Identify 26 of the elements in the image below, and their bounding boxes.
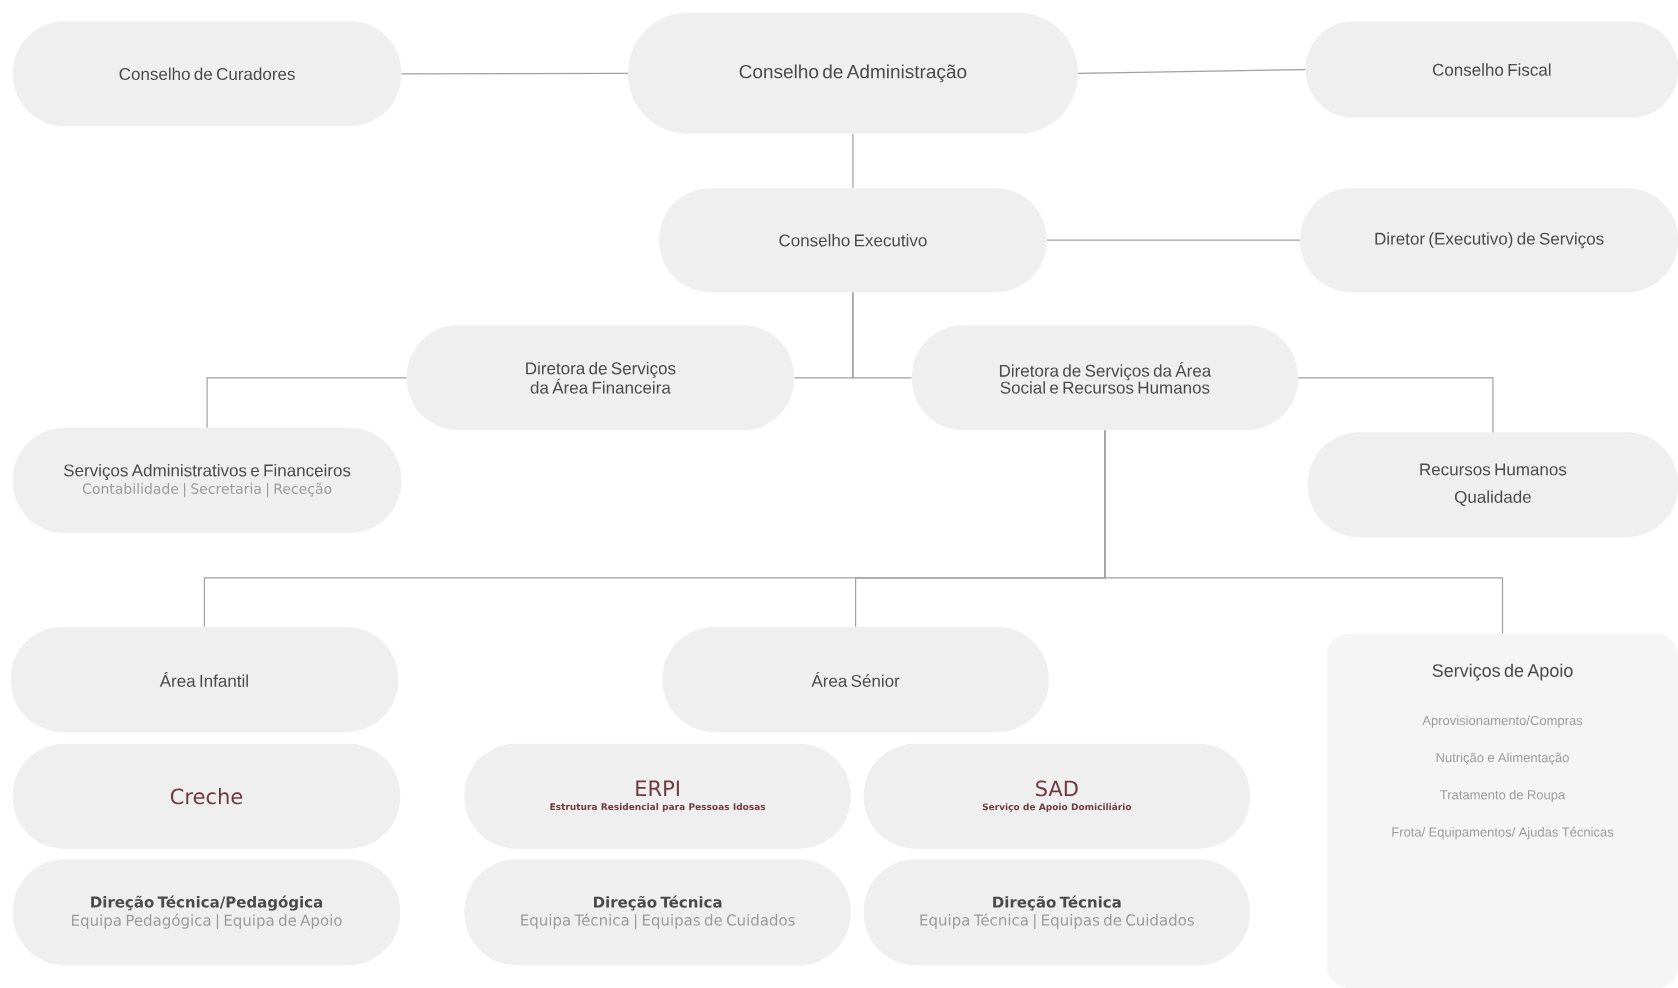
rounded-box: Conselho Fiscal	[1305, 21, 1678, 118]
panel-box: Serviços de Apoio Aprovisionamento/Compras Nutrição e Alimentação Tratamento de Roupa Frota/ Equipamentos/ Ajudas Técnicas	[1327, 633, 1678, 988]
rounded-box: Recursos Humanos Qualidade	[1307, 432, 1678, 538]
rounded-box: Creche	[12, 743, 401, 849]
rounded-box: Área Sénior	[662, 627, 1049, 732]
rounded-box: Direção Técnica Equipa Técnica | Equipas de Cuidados	[464, 859, 851, 966]
rounded-box: Direção Técnica Equipa Técnica | Equipas de Cuidados	[863, 859, 1250, 966]
rounded-box: Direção Técnica/Pedagógica Equipa Pedagógica | Equipa de Apoio	[12, 859, 401, 966]
connector-line	[1104, 429, 1504, 635]
rounded-box: SAD Serviço de Apoio Domiciliário	[863, 743, 1250, 849]
connector-line	[852, 291, 913, 379]
connector-line	[400, 72, 629, 75]
connector-line	[852, 133, 854, 189]
rounded-box: Área Infantil	[10, 627, 399, 732]
connector-line	[1297, 377, 1494, 433]
rounded-box: Conselho Executivo	[659, 188, 1047, 293]
connector-line	[206, 377, 408, 429]
rounded-box: ERPI Estrutura Residencial para Pessoas Idosas	[464, 743, 851, 849]
rounded-box: Diretor (Executivo) de Serviços	[1300, 188, 1678, 293]
connector-line	[1046, 239, 1301, 241]
connector-line	[1077, 69, 1306, 74]
rounded-box: Diretora de Serviços da Área Social e Recursos Humanos	[911, 325, 1299, 431]
rounded-box: Serviços Administrativos e Financeiros Contabilidade | Secretaria | Receção	[12, 428, 402, 533]
rounded-box: Conselho de Curadores	[12, 21, 402, 127]
rounded-box: Diretora de Serviços da Área Financeira	[406, 325, 795, 431]
rounded-box: Conselho de Administração	[628, 12, 1078, 134]
